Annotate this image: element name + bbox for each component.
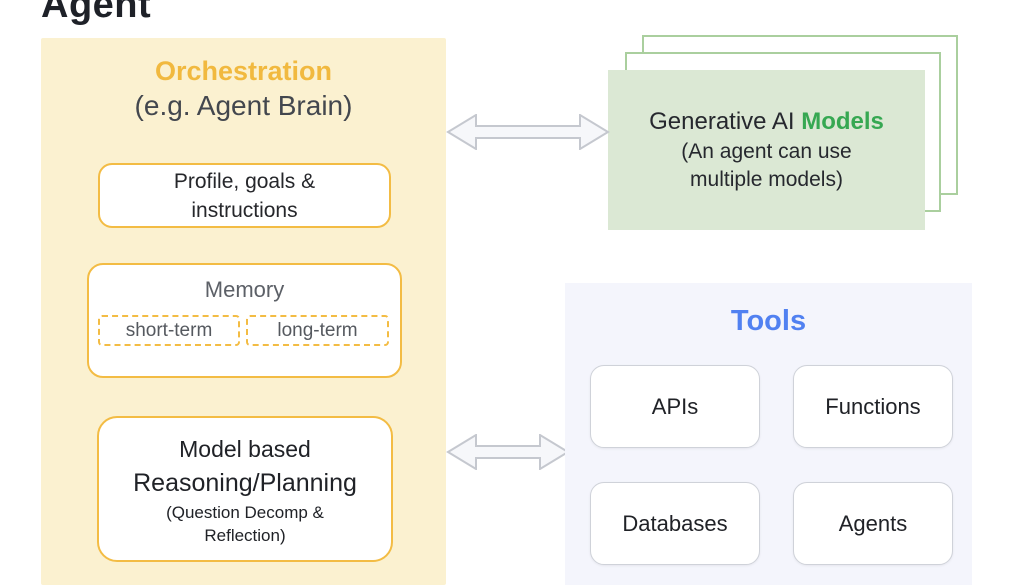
- memory-box: Memory short-term long-term: [87, 263, 402, 378]
- memory-title: Memory: [204, 277, 285, 302]
- orchestration-title: Orchestration: [154, 56, 333, 86]
- short-term-memory-box: short-term: [98, 315, 240, 346]
- reasoning-line2: Reasoning/Planning: [133, 469, 357, 497]
- generative-ai-label: Generative AI: [649, 108, 802, 135]
- models-subtitle-line1: (An agent can use: [681, 140, 852, 163]
- reasoning-line4: Reflection): [204, 526, 286, 545]
- orchestration-models-arrow-icon: [446, 114, 610, 150]
- long-term-memory-box: long-term: [246, 315, 389, 346]
- tool-box-agents: Agents: [793, 482, 953, 565]
- generative-ai-models-card: Generative AI Models (An agent can use m…: [608, 70, 925, 230]
- reasoning-planning-box: Model based Reasoning/Planning (Question…: [97, 416, 393, 562]
- reasoning-line1: Model based: [179, 436, 311, 462]
- tool-box-functions: Functions: [793, 365, 953, 448]
- generative-ai-models-title: Generative AI Models: [649, 106, 884, 138]
- tool-box-apis: APIs: [590, 365, 760, 448]
- profile-goals-box: Profile, goals & instructions: [98, 163, 391, 228]
- profile-goals-line1: Profile, goals &: [173, 169, 316, 193]
- orchestration-tools-arrow-icon: [446, 434, 570, 470]
- page-title: Agent: [41, 0, 152, 26]
- tools-panel: Tools APIs Functions Databases Agents: [565, 283, 972, 585]
- orchestration-subtitle: (e.g. Agent Brain): [134, 90, 353, 121]
- orchestration-panel: Orchestration (e.g. Agent Brain) Profile…: [41, 38, 446, 585]
- reasoning-line3: (Question Decomp &: [166, 503, 324, 522]
- profile-goals-line2: instructions: [191, 198, 298, 222]
- models-subtitle-line2: multiple models): [690, 168, 843, 191]
- models-highlight-label: Models: [801, 108, 884, 135]
- tool-box-databases: Databases: [590, 482, 760, 565]
- tools-title: Tools: [730, 305, 807, 337]
